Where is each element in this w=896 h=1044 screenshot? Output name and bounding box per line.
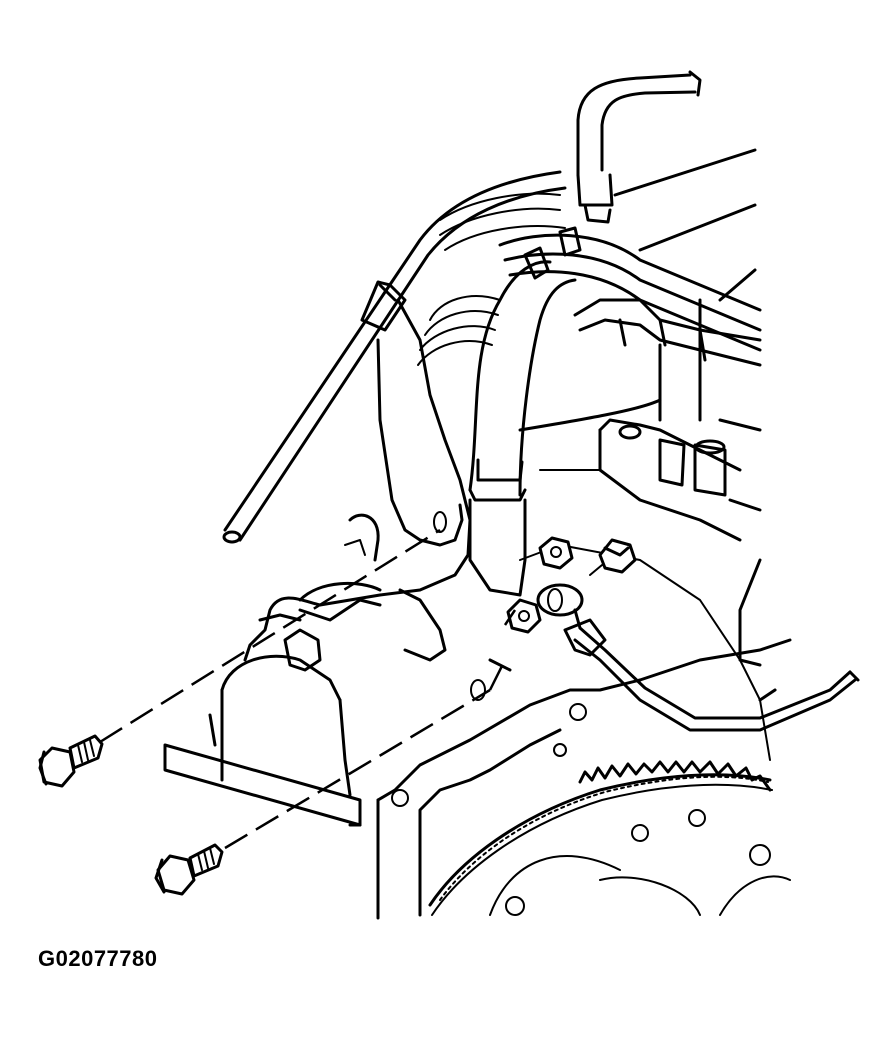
block-edges (348, 688, 777, 920)
starter-motor (163, 581, 447, 827)
upper-pipe (576, 70, 702, 224)
flywheel-ring-gear (428, 760, 773, 916)
lower-bolt-icon (154, 843, 224, 896)
fuel-lines (498, 148, 762, 422)
upper-bolt-icon (38, 734, 104, 788)
threaded-stud-icon (589, 538, 637, 576)
hex-nut-icon (538, 536, 574, 570)
dipstick-tube (222, 170, 567, 544)
ring-terminal-icon (536, 583, 584, 630)
ground-cable (563, 618, 860, 732)
alignment-lines (99, 528, 517, 850)
wiring-loom (417, 192, 582, 366)
intake-manifold (518, 398, 762, 667)
hex-nut-lower-icon (506, 598, 542, 634)
figure-id-label: G02077780 (38, 946, 158, 971)
